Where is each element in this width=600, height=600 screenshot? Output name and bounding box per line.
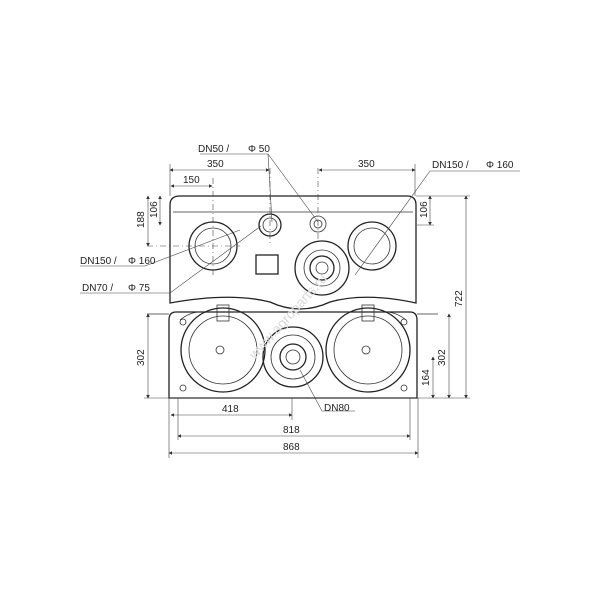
dim-818: 818	[283, 425, 300, 436]
svg-text:DN50 /: DN50 /	[198, 144, 229, 155]
label-dn150-left: DN150 / Φ 160	[80, 256, 156, 267]
inlet-port-dn150-right	[347, 221, 397, 271]
leader-lines	[80, 153, 520, 412]
centerlines	[147, 168, 319, 276]
label-dn70: DN70 / Φ 75	[82, 283, 150, 294]
dim-418: 418	[222, 404, 239, 415]
dim-868: 868	[283, 442, 300, 453]
dimension-lines	[144, 164, 470, 458]
dim-106-right: 106	[419, 201, 430, 218]
svg-text:DN70 /: DN70 /	[82, 283, 113, 294]
label-dn150-right: DN150 / Φ 160	[432, 160, 514, 171]
svg-text:Φ 50: Φ 50	[248, 144, 270, 155]
dim-722: 722	[454, 290, 465, 307]
dim-106-left: 106	[149, 201, 160, 218]
svg-text:DN150 /: DN150 /	[80, 256, 117, 267]
svg-text:Φ 160: Φ 160	[486, 160, 514, 171]
outlet-flange-upper	[294, 240, 350, 296]
dim-164: 164	[421, 369, 432, 386]
svg-text:Φ 75: Φ 75	[128, 283, 150, 294]
svg-text:Φ 160: Φ 160	[128, 256, 156, 267]
svg-text:DN150 /: DN150 /	[432, 160, 469, 171]
dim-188: 188	[136, 211, 147, 228]
mounting-lugs	[147, 313, 438, 392]
dim-302-left: 302	[136, 349, 147, 366]
access-hatch	[255, 254, 279, 275]
dim-350-right: 350	[358, 159, 375, 170]
tank-upper-outline	[169, 195, 417, 310]
label-dn80: DN80	[324, 403, 350, 414]
dim-302-right: 302	[437, 349, 448, 366]
label-dn50: DN50 / Φ 50	[198, 144, 270, 155]
watermark: www.agroparts.ru	[245, 270, 330, 362]
dim-350-left: 350	[207, 159, 224, 170]
pump-chamber-right	[325, 304, 411, 393]
outlet-flange-dn80	[262, 326, 324, 388]
dim-150: 150	[183, 175, 200, 186]
tank-lower-outline	[168, 311, 418, 399]
pump-chamber-left	[180, 304, 266, 393]
